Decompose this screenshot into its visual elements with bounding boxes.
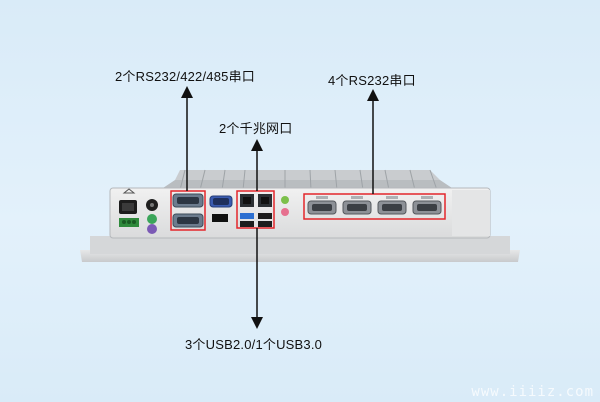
arrow-serial-mixed [181,86,193,191]
vga-port-icon [209,195,233,208]
label-lan: 2个千兆网口 [219,121,293,136]
arrow-lan [251,139,263,191]
label-usb: 3个USB2.0/1个USB3.0 [185,337,323,352]
dc-jack-icon [146,199,158,211]
arrow-usb [251,228,263,329]
rs232-port-row [307,196,442,215]
usb-ports-icon [240,213,272,227]
lan-ports-icon [240,194,272,207]
label-serial-mixed: 2个RS232/422/485串口 [115,69,255,84]
label-serial-rs232: 4个RS232串口 [328,73,416,88]
front-bezel [80,236,520,262]
com-port-stack-left [172,193,204,228]
watermark-text: www.iiiiz.com [471,384,594,400]
audio-jacks-icon [281,196,289,216]
arrow-rs232 [367,89,379,194]
terminal-block-icon [119,218,139,227]
power-switch-icon [119,188,137,214]
hdmi-port-icon [212,214,228,222]
ps2-ports-icon [147,214,157,234]
highlight-rs232 [303,193,446,220]
highlight-com-left [170,190,206,231]
highlight-lan-usb [236,190,275,229]
heatsink-fins [160,169,455,191]
